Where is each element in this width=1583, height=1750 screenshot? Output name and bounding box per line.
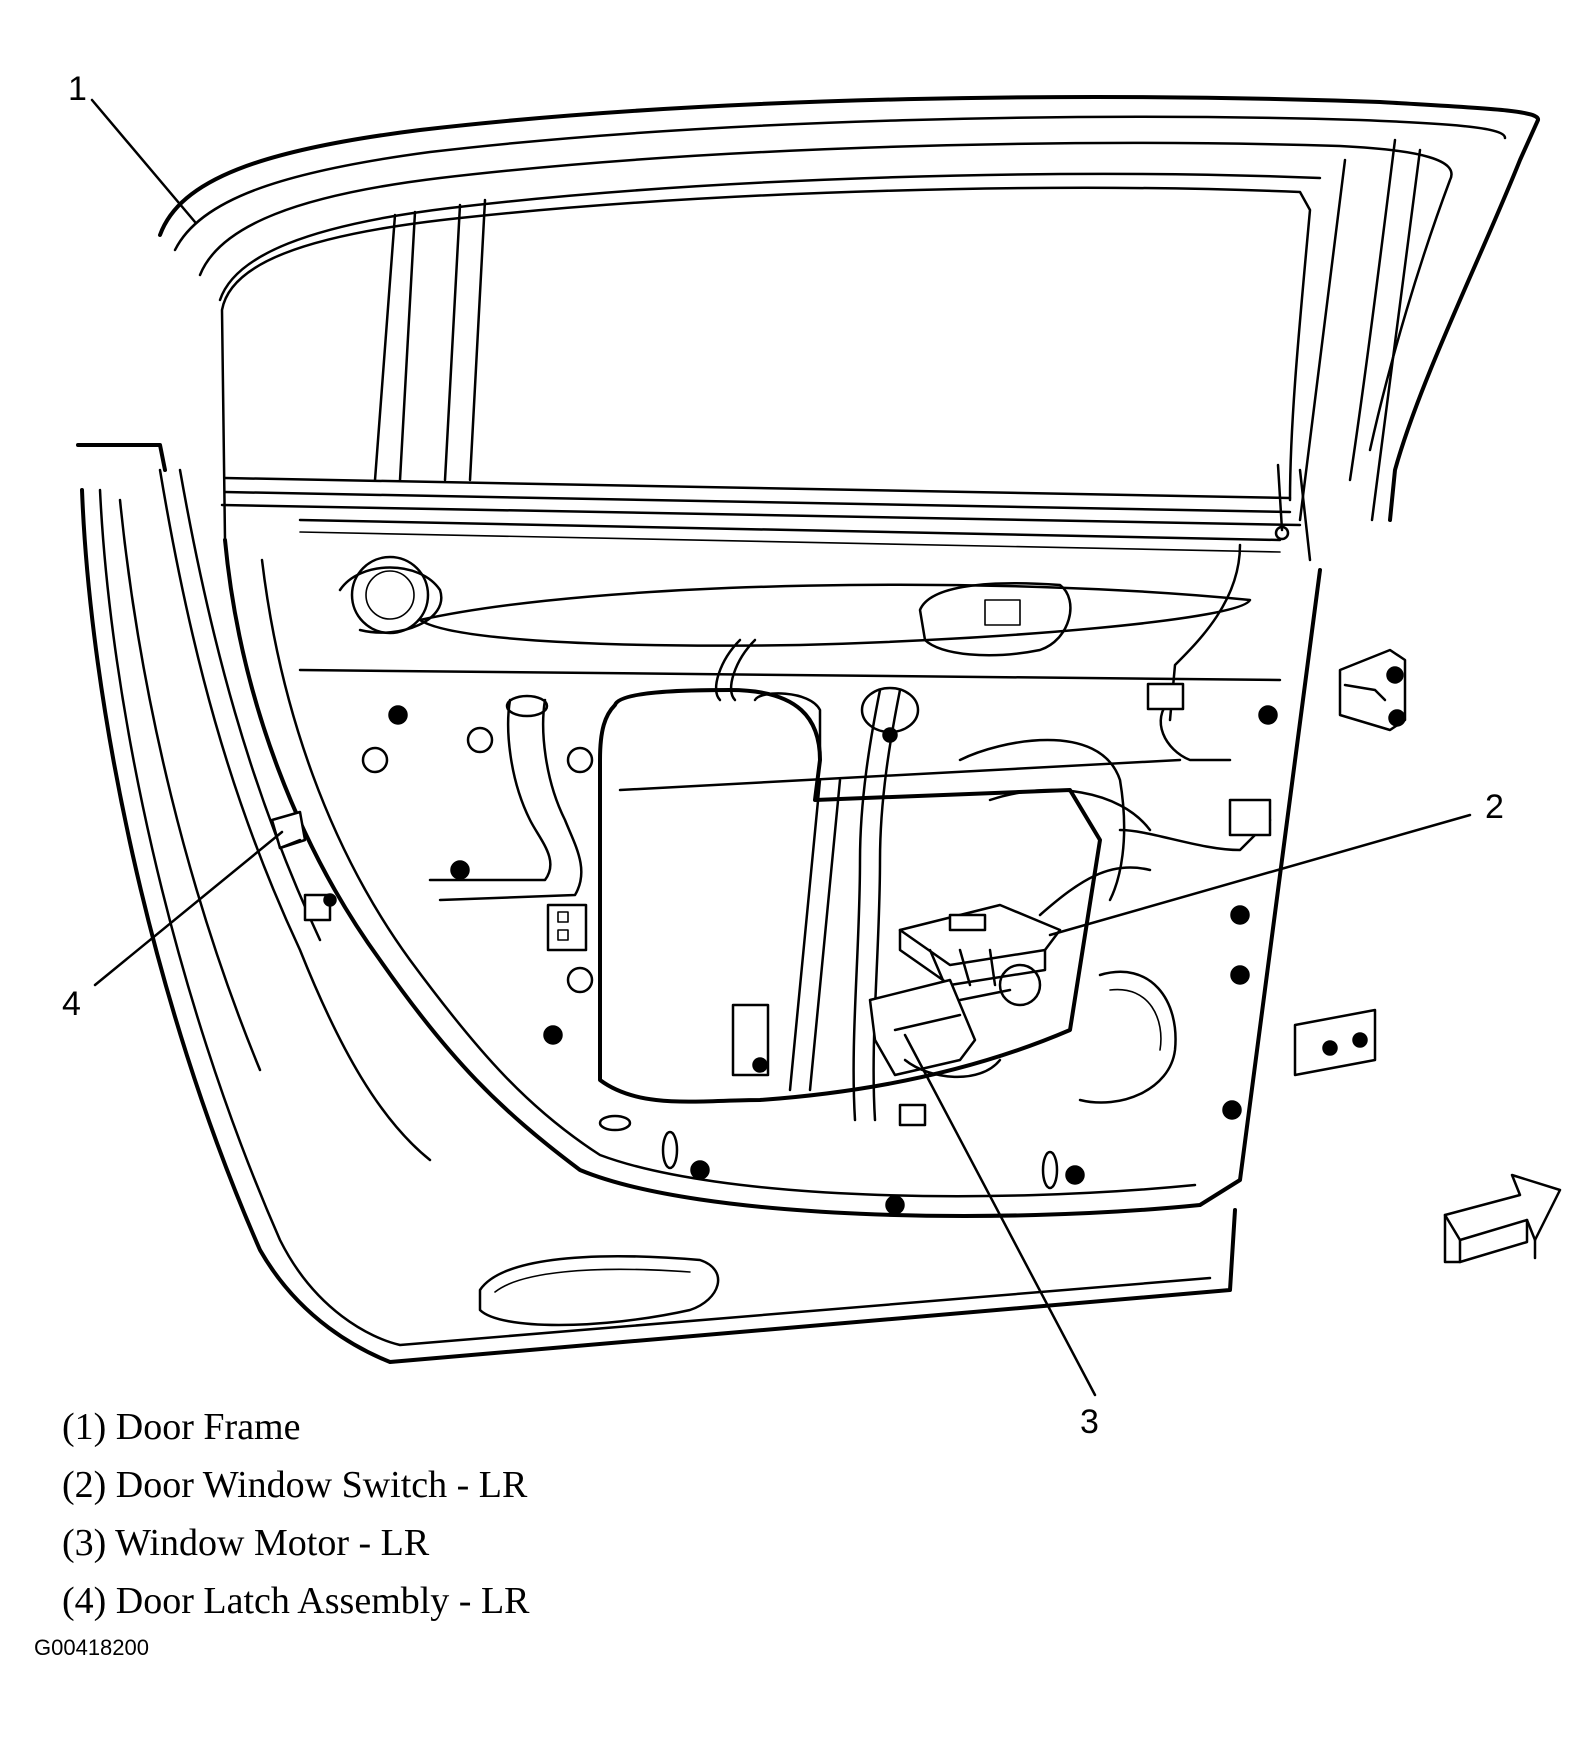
legend-item-window-motor: (3) Window Motor - LR bbox=[62, 1522, 430, 1564]
belt-line bbox=[220, 463, 1312, 562]
hinge-brackets bbox=[1293, 648, 1407, 1077]
window-regulator bbox=[618, 543, 1242, 1122]
legend-item-door-latch-assembly: (4) Door Latch Assembly - LR bbox=[62, 1580, 530, 1622]
front-direction-arrow-icon bbox=[1443, 1173, 1562, 1264]
callout-1: 1 bbox=[68, 70, 87, 108]
callout-4: 4 bbox=[62, 985, 81, 1023]
figure-id: G00418200 bbox=[34, 1635, 149, 1660]
legend-item-door-frame: (1) Door Frame bbox=[62, 1406, 301, 1448]
door-outer-skin bbox=[76, 443, 1237, 1364]
callout-3: 3 bbox=[1080, 1403, 1099, 1441]
door-latch-assembly bbox=[270, 810, 337, 922]
legend-item-door-window-switch: (2) Door Window Switch - LR bbox=[62, 1464, 528, 1506]
legend: (1) Door Frame (2) Door Window Switch - … bbox=[62, 1398, 530, 1630]
door-window-switch bbox=[898, 798, 1272, 987]
door-frame bbox=[158, 95, 1540, 542]
inner-door-panel bbox=[223, 538, 1322, 1327]
callout-2: 2 bbox=[1485, 788, 1504, 826]
window-motor bbox=[731, 963, 1042, 1127]
leader-lines bbox=[90, 98, 1472, 1397]
